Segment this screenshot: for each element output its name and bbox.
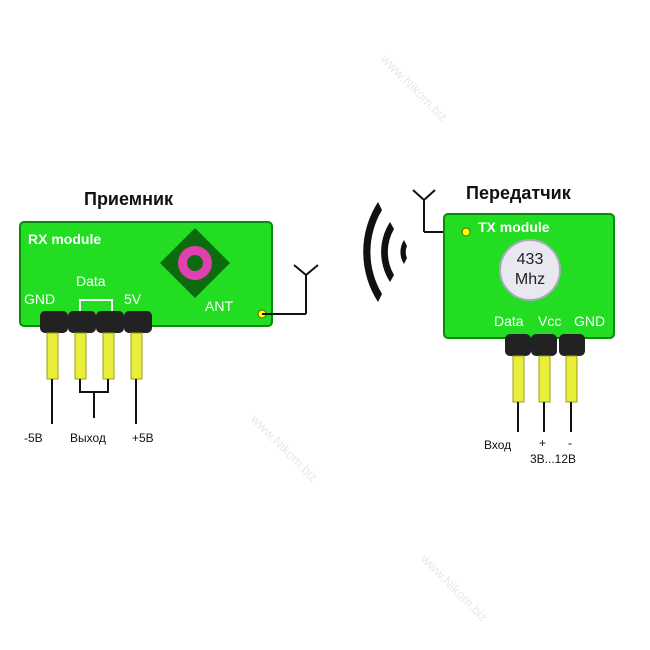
rx-wire-out-label: Выход	[70, 431, 106, 445]
tx-wire-plus-label: +	[539, 436, 546, 450]
tx-pin-header	[505, 334, 585, 356]
transmitter-assembly: Передатчик TX module 433 Mhz Data Vcc GN…	[412, 183, 615, 466]
rx-pin-data-label: Data	[76, 273, 106, 289]
tx-pin-gnd-label: GND	[574, 313, 605, 329]
rx-wires	[51, 379, 137, 424]
rx-wire-plus-label: +5В	[132, 431, 154, 445]
watermark-text: www.Nikom.biz	[247, 411, 321, 485]
rx-data-bracket	[79, 299, 113, 312]
rx-wire-minus-label: -5В	[24, 431, 43, 445]
tx-ant-pad	[461, 227, 471, 237]
radio-waves-icon	[363, 202, 407, 302]
tx-wire-in-label: Вход	[484, 438, 511, 452]
rx-pin-gnd-label: GND	[24, 291, 55, 307]
watermark-text: www.Nikom.biz	[377, 51, 451, 125]
rx-pin-5v-label: 5V	[124, 291, 142, 307]
tx-pins	[512, 355, 578, 403]
watermark-text: www.Nikom.biz	[417, 551, 491, 625]
tx-pin-vcc-label: Vcc	[538, 313, 561, 329]
rx-pin-header	[40, 311, 152, 333]
rx-module-label: RX module	[28, 231, 101, 247]
rx-ant-label: ANT	[205, 298, 233, 314]
tx-wires	[517, 402, 572, 432]
tx-crystal-unit: Mhz	[515, 271, 545, 288]
receiver-title: Приемник	[84, 189, 174, 209]
tx-crystal-freq: 433	[517, 251, 544, 268]
tx-module-label: TX module	[478, 219, 550, 235]
transmitter-title: Передатчик	[466, 183, 572, 203]
receiver-assembly: Приемник RX module GND Data 5V ANT	[19, 189, 319, 445]
rx-antenna-icon	[262, 264, 319, 315]
tx-wire-minus-label: -	[568, 436, 572, 450]
tx-crystal	[499, 239, 561, 301]
rx-pins	[46, 332, 143, 380]
rx-coil-inner	[187, 255, 203, 271]
tx-voltage-range-label: 3В...12В	[530, 452, 576, 466]
tx-pin-data-label: Data	[494, 313, 524, 329]
